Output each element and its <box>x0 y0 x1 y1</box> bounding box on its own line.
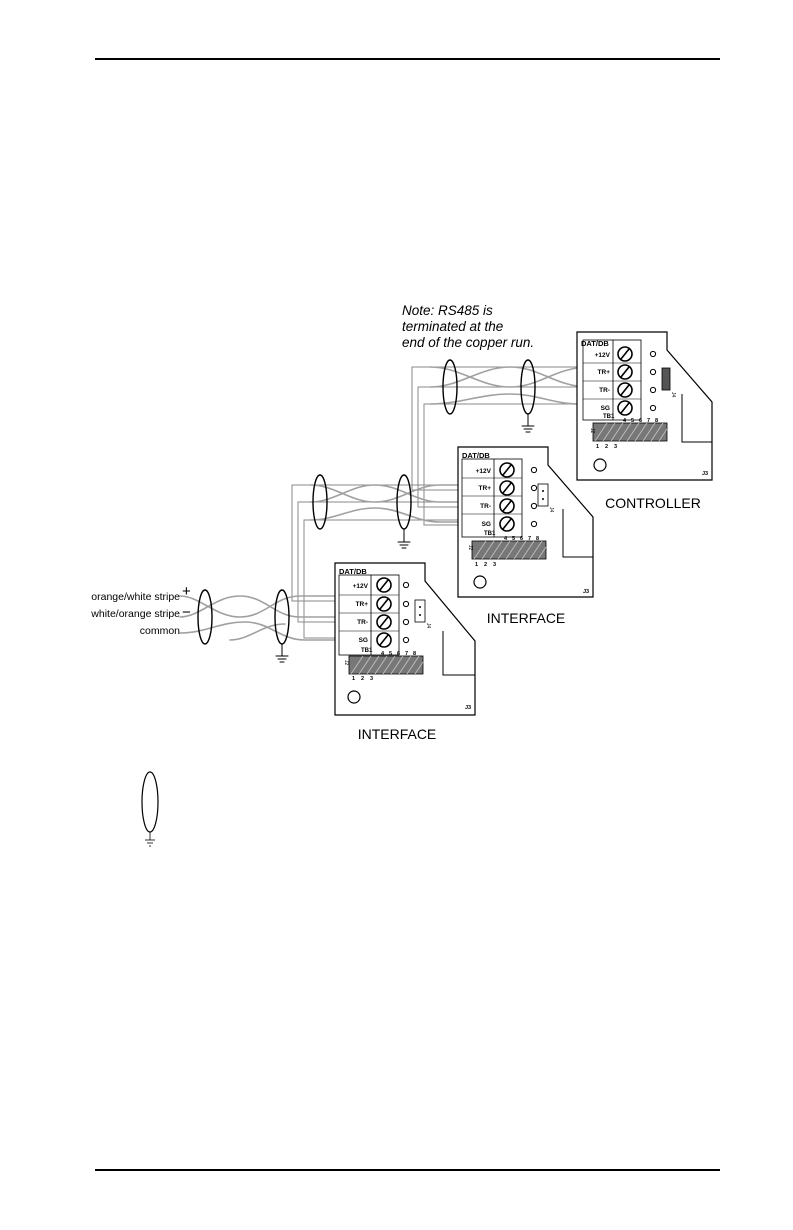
jumper-pin <box>419 606 421 608</box>
jumper-j4-installed <box>662 368 670 390</box>
interface-board-2: DAT/DB +12V TR+ TR- SG J4 TB1 4 5 6 7 8 … <box>335 563 475 715</box>
terminal-label: TR- <box>599 387 610 394</box>
j3-label: J3 <box>583 589 589 595</box>
wire-label-white-orange: white/orange stripe <box>90 608 180 620</box>
pin-label: 3 <box>493 562 496 568</box>
ground-icon <box>398 529 410 548</box>
screw-icon <box>618 383 632 397</box>
terminal-label: TR+ <box>356 601 369 608</box>
twist-mid-b <box>310 485 462 502</box>
pin-label: 2 <box>484 562 487 568</box>
tb-label: TB1 <box>361 648 373 654</box>
terminal-label: SG <box>482 521 491 528</box>
screw-icon <box>500 463 514 477</box>
shield-legend-icon <box>142 772 158 846</box>
jumper-pin <box>542 490 544 492</box>
controller-board: DAT/DB +12V TR+ TR- SG J4 TB1 4 5 6 7 8 … <box>577 332 712 480</box>
terminal-label: TR- <box>480 503 491 510</box>
j3-label: J3 <box>465 705 471 711</box>
twist-top-c <box>430 394 590 404</box>
twist-common <box>180 622 353 640</box>
screw-icon <box>618 401 632 415</box>
tb-label: TB1 <box>603 414 615 420</box>
tb-label: TB1 <box>484 531 496 537</box>
pin-label: 1 <box>475 562 478 568</box>
twist-input-b <box>180 596 353 617</box>
ground-icon <box>522 414 534 432</box>
terminal-label: +12V <box>353 583 369 590</box>
screw-icon <box>618 365 632 379</box>
jumper-j2-label: J2 <box>343 660 349 666</box>
screw-icon <box>377 615 391 629</box>
jumper-j2-label: J2 <box>589 428 595 434</box>
jumper-pin <box>542 498 544 500</box>
j3-label: J3 <box>702 471 708 477</box>
terminal-label: SG <box>601 405 610 412</box>
interface-caption-2: INTERFACE <box>358 726 437 742</box>
terminal-label: +12V <box>476 468 492 475</box>
shield-ellipse <box>198 590 212 644</box>
jumper-j4-open <box>415 600 425 622</box>
wire-label-common: common <box>140 625 180 637</box>
pin-label: 3 <box>614 444 617 450</box>
jumper-j2-label: J2 <box>467 545 473 551</box>
pin-label: 3 <box>370 676 373 682</box>
wire-labels: orange/white stripe white/orange stripe … <box>90 583 191 637</box>
header-strip <box>349 656 423 674</box>
terminal-label: TR+ <box>479 485 492 492</box>
pin-label: 1 <box>596 444 599 450</box>
wire-label-orange-white: orange/white stripe <box>91 591 180 603</box>
header-strip <box>593 423 667 441</box>
terminal-label: TR+ <box>598 369 611 376</box>
ground-icon <box>276 644 288 662</box>
pin-label: 2 <box>605 444 608 450</box>
screw-icon <box>377 578 391 592</box>
note-line-3: end of the copper run. <box>402 335 534 350</box>
shield-ellipse <box>275 590 289 644</box>
note-line-1: Note: RS485 is <box>402 303 493 318</box>
jumper-j4-label: J4 <box>425 623 431 629</box>
terminal-label: +12V <box>595 352 611 359</box>
terminal-label: SG <box>359 637 368 644</box>
jumper-pin <box>419 614 421 616</box>
jumper-j4-label: J4 <box>670 392 676 398</box>
controller-caption: CONTROLLER <box>605 495 701 511</box>
screw-icon <box>377 633 391 647</box>
screw-icon <box>500 499 514 513</box>
interface-caption-1: INTERFACE <box>487 610 566 626</box>
pin-label: 1 <box>352 676 355 682</box>
screw-icon <box>618 347 632 361</box>
plus-sign: + <box>182 583 191 600</box>
screw-icon <box>377 597 391 611</box>
screw-icon <box>500 517 514 531</box>
note-line-2: terminated at the <box>402 319 503 334</box>
rs485-note: Note: RS485 is terminated at the end of … <box>402 303 534 350</box>
jumper-j4-open <box>538 484 548 506</box>
interface-board-1: DAT/DB +12V TR+ TR- SG J4 TB1 4 5 6 7 8 … <box>458 447 593 597</box>
pin-label: 2 <box>361 676 364 682</box>
terminal-label: TR- <box>357 619 368 626</box>
screw-icon <box>500 481 514 495</box>
header-strip <box>472 541 546 559</box>
jumper-j4-label: J4 <box>548 507 554 513</box>
twist-mid-a <box>310 485 462 502</box>
twist-input-a <box>180 596 353 617</box>
minus-sign: − <box>182 604 191 621</box>
